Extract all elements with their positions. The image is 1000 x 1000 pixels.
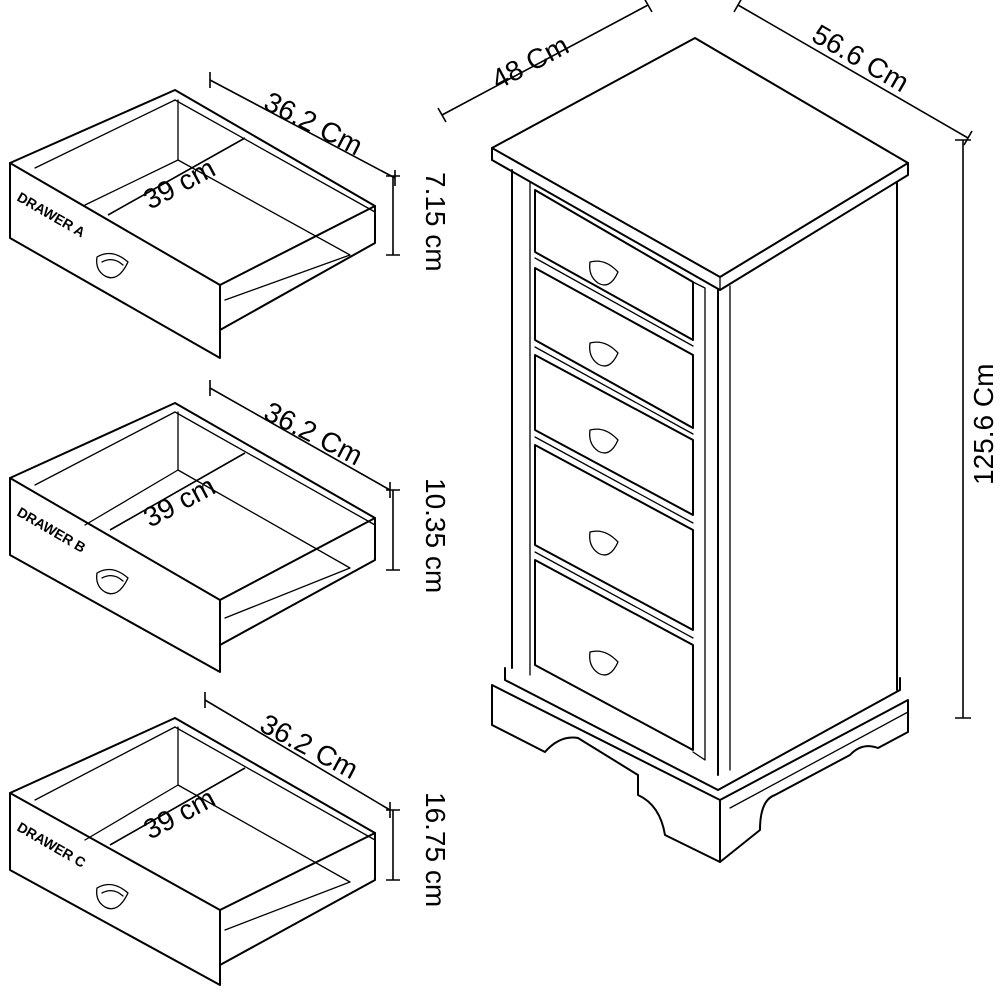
chest-height: 125.6 Cm <box>968 364 999 485</box>
chest-of-drawers <box>491 37 909 863</box>
drawer-a-width: 36.2 Cm <box>259 86 367 162</box>
drawer-a-label: DRAWER A <box>15 189 89 241</box>
drawer-c-depth: 39 cm <box>138 782 220 845</box>
drawer-c-label: DRAWER C <box>15 819 89 871</box>
drawer-a-height: 7.15 cm <box>420 172 451 272</box>
drawer-b-depth: 39 cm <box>138 470 220 533</box>
drawer-b-height: 10.35 cm <box>420 478 451 593</box>
chest-depth: 48 Cm <box>486 29 573 95</box>
drawer-b-dimensions: 36.2 Cm 39 cm 10.35 cm <box>109 380 451 593</box>
drawer-b-label: DRAWER B <box>15 504 89 556</box>
drawer-a-dimensions: 36.2 Cm 39 cm 7.15 cm <box>107 72 451 272</box>
drawer-a-depth: 39 cm <box>138 152 220 215</box>
chest-width: 56.6 Cm <box>807 18 914 98</box>
drawer-c-height: 16.75 cm <box>420 792 451 907</box>
